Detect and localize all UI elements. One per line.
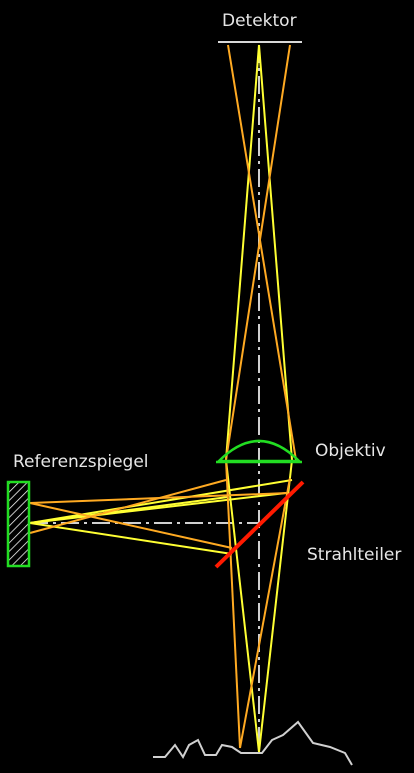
yellow-rays: [29, 44, 293, 753]
label-beam-splitter: Strahlteiler: [307, 545, 401, 565]
label-detector: Detektor: [222, 11, 297, 31]
beam-splitter: [214, 480, 305, 569]
reference-mirror: [6, 480, 31, 568]
sample-surface: [153, 720, 353, 766]
label-objective: Objektiv: [315, 441, 386, 461]
objective-lens: [215, 439, 303, 464]
label-reference-mirror: Referenzspiegel: [13, 452, 149, 472]
orange-rays: [29, 44, 297, 749]
